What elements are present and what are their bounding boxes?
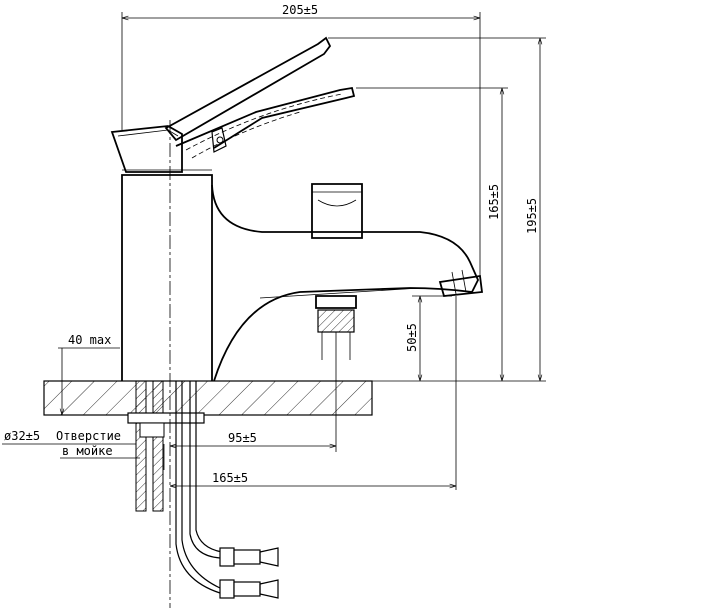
dim-to-diverter [170,360,337,452]
dim-height-spout-label: 165±5 [487,184,501,220]
hole-label-line1: Отверстие [56,429,121,443]
dim-overall-width [121,12,481,276]
dim-hole-diameter-label: ø32±5 [4,429,40,443]
countertop [43,380,373,416]
lever-handle [164,36,356,159]
dim-height-total-label: 195±5 [525,198,539,234]
dim-overall-width-label: 205±5 [282,3,318,17]
dim-max-thickness [44,347,120,415]
dim-to-spout [170,296,457,490]
dim-max-thickness-label: 40 max [68,333,111,347]
mounting-studs [127,380,205,512]
faucet-body [110,125,484,382]
supply-hoses [175,381,279,599]
dim-spout-to-tap-label: 50±5 [405,323,419,352]
dim-hole-diameter [2,443,165,470]
dim-to-diverter-label: 95±5 [228,431,257,445]
hole-label-line2: в мойке [62,444,113,458]
dim-spout-to-tap [412,295,452,381]
dim-height-spout [356,87,508,381]
dim-height-total [328,37,546,382]
dim-to-spout-label: 165±5 [212,471,248,485]
